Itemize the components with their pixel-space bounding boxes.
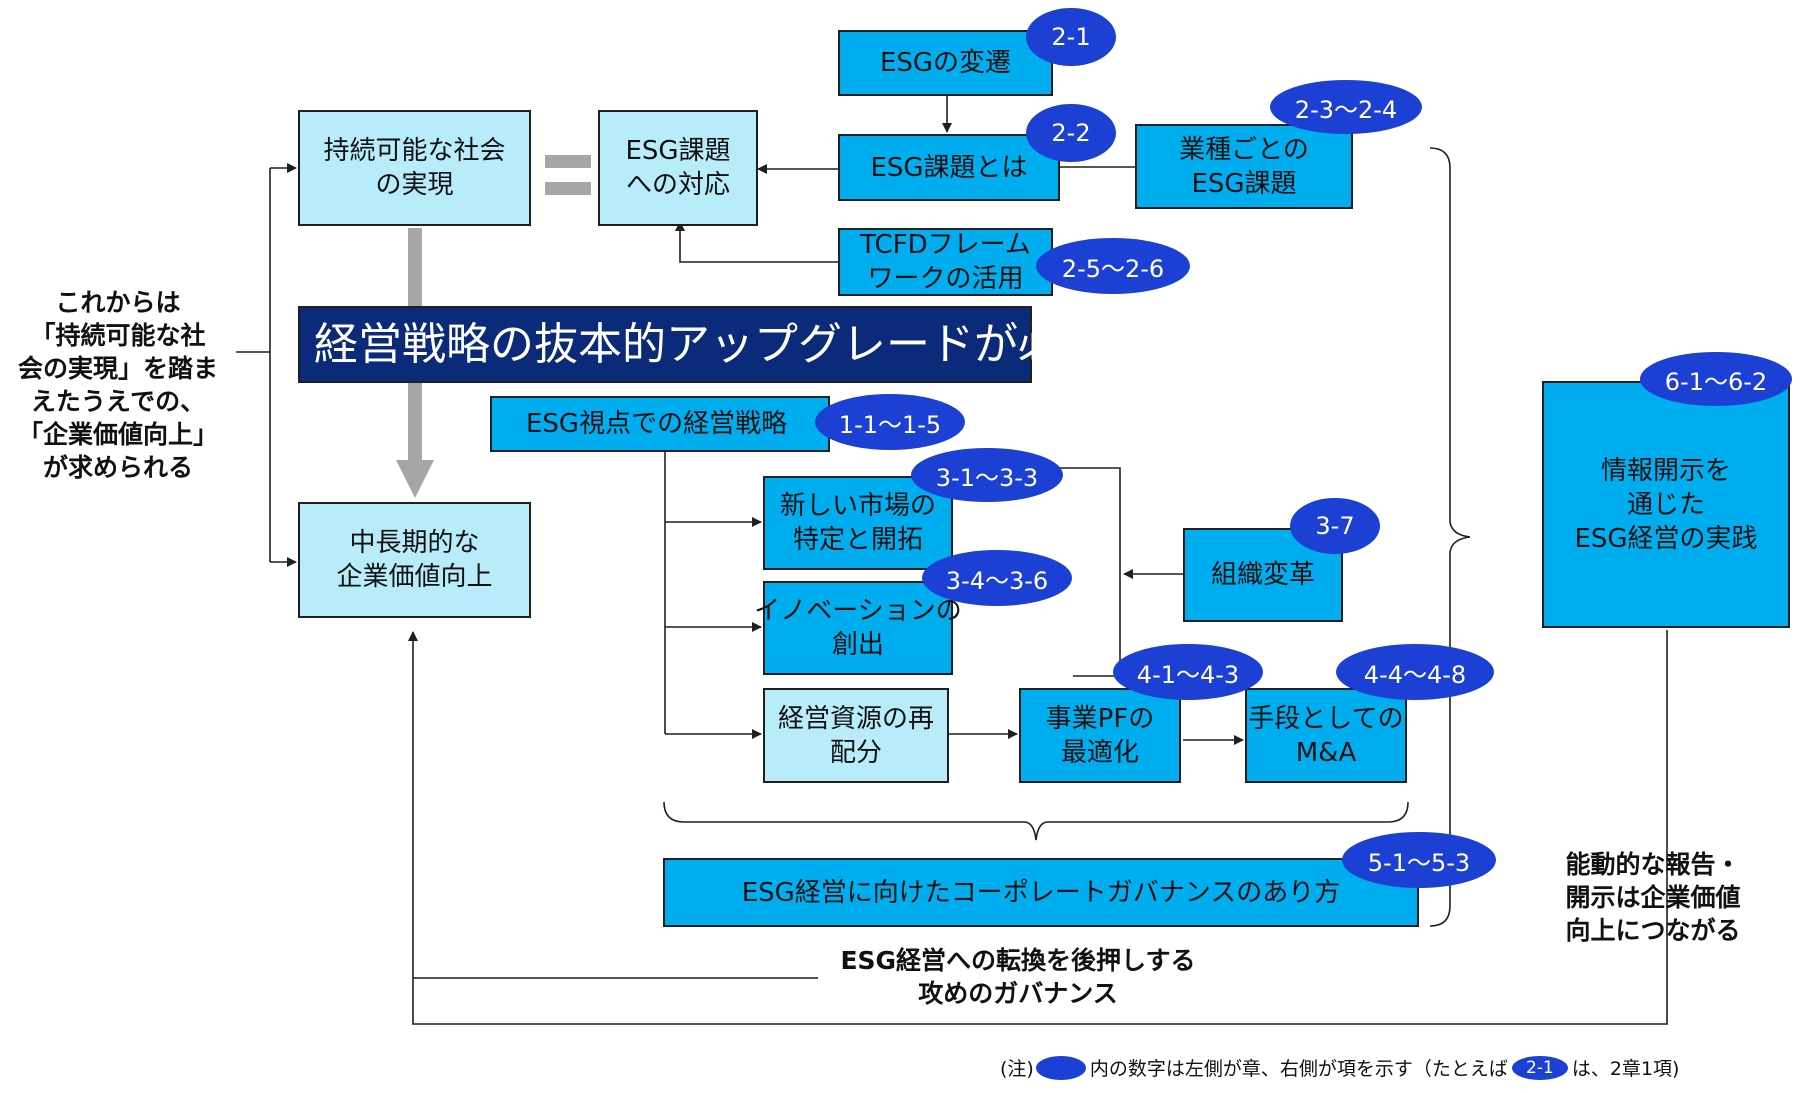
disclosure-box: 情報開示を 通じた ESG経営の実践 (1542, 381, 1790, 628)
innovation-line1: イノベーションの (754, 596, 962, 626)
badge-2-2-label: 2-2 (1051, 119, 1091, 147)
banner-label: 経営戦略の抜本的アップグレードが必要 (314, 318, 1106, 370)
corp-value-line1: 中長期的な (349, 528, 480, 558)
left-note-line: が求められる (42, 453, 193, 482)
industry-issues-line1: 業種ごとの (1179, 134, 1309, 165)
right-note: 能動的な報告・ 開示は企業価値 向上につながる (1548, 848, 1758, 947)
badge-3-7: 3-7 (1290, 498, 1380, 554)
portfolio-box: 事業PFの 最適化 (1019, 688, 1181, 783)
left-note-line: これからは (55, 288, 181, 317)
footnote-prefix: (注) (1000, 1058, 1034, 1080)
innovation-box: イノベーションの 創出 (754, 581, 962, 675)
esg-response-line2: への対応 (625, 170, 730, 200)
industry-issues-line2: ESG課題 (1191, 168, 1297, 199)
reallocation-line2: 配分 (829, 737, 882, 768)
badge-3-1-3-3: 3-1～3-3 (911, 448, 1063, 502)
ma-line2: M&A (1295, 737, 1357, 768)
left-note-line: 「企業価値向上」 (17, 420, 218, 449)
badge-3-1-3-3-label: 3-1～3-3 (935, 463, 1039, 492)
badge-2-5-2-6-label: 2-5～2-6 (1061, 254, 1165, 283)
portfolio-line1: 事業PFの (1045, 703, 1155, 734)
tcfd-line1: TCFDフレーム (860, 230, 1031, 260)
footnote-text1: 内の数字は左側が章、右側が項を示す（たとえば (1089, 1058, 1508, 1080)
badge-4-4-4-8-label: 4-4～4-8 (1363, 660, 1467, 689)
sustainable-society-box: 持続可能な社会 の実現 (298, 110, 531, 226)
badge-2-1: 2-1 (1026, 8, 1116, 66)
esg-history-box: ESGの変遷 (838, 30, 1053, 96)
badge-2-5-2-6: 2-5～2-6 (1036, 238, 1190, 294)
badge-1-1-1-5: 1-1～1-5 (815, 394, 965, 450)
badge-1-1-1-5-label: 1-1～1-5 (838, 410, 942, 439)
strategy-upgrade-banner: 経営戦略の抜本的アップグレードが必要 (298, 306, 1106, 383)
badge-4-1-4-3: 4-1～4-3 (1113, 644, 1263, 700)
right-note-line: 能動的な報告・ (1565, 850, 1741, 879)
esg-history-label: ESGの変遷 (879, 48, 1012, 78)
badge-2-1-label: 2-1 (1051, 23, 1091, 51)
industry-issues-box: 業種ごとの ESG課題 (1135, 124, 1353, 209)
esg-response-box: ESG課題 への対応 (598, 110, 758, 226)
right-brace (1429, 147, 1471, 927)
new-market-box: 新しい市場の 特定と開拓 (763, 476, 953, 570)
badge-4-1-4-3-label: 4-1～4-3 (1136, 660, 1240, 689)
corp-value-box: 中長期的な 企業価値向上 (298, 502, 531, 618)
tcfd-box: TCFDフレーム ワークの活用 (838, 228, 1053, 296)
left-note-line: 「持続可能な社 (30, 321, 206, 350)
governance-box: ESG経営に向けたコーポレートガバナンスのあり方 (663, 858, 1419, 927)
badge-3-7-label: 3-7 (1315, 512, 1355, 540)
badge-6-1-6-2-label: 6-1～6-2 (1664, 367, 1768, 396)
bottom-note-line: 攻めのガバナンス (918, 979, 1118, 1008)
new-market-line1: 新しい市場の (779, 491, 936, 521)
new-market-line2: 特定と開拓 (792, 525, 923, 555)
sustainable-line1: 持続可能な社会 (323, 136, 506, 166)
governance-label: ESG経営に向けたコーポレートガバナンスのあり方 (741, 877, 1341, 908)
esg-strategy-box: ESG視点での経営戦略 (490, 396, 830, 452)
footnote-example-badge: 2-1 (1511, 1055, 1568, 1080)
bottom-note-line: ESG経営への転換を後押しする (840, 946, 1196, 975)
org-bracket (1059, 467, 1121, 677)
badge-2-3-2-4-label: 2-3～2-4 (1294, 95, 1398, 124)
equals-sign (545, 155, 591, 209)
badge-4-4-4-8: 4-4～4-8 (1336, 644, 1494, 700)
disclosure-line2: 通じた (1626, 489, 1705, 520)
bottom-brace (663, 801, 1409, 841)
badge-5-1-5-3-label: 5-1～5-3 (1367, 848, 1471, 877)
resource-reallocation-box: 経営資源の再 配分 (763, 688, 949, 783)
right-note-line: 開示は企業価値 (1565, 883, 1741, 912)
arrow-tcfd-to-response (675, 221, 838, 263)
ma-box: 手段としての M&A (1245, 688, 1407, 783)
org-change-label: 組織変革 (1210, 560, 1315, 590)
badge-5-1-5-3: 5-1～5-3 (1342, 832, 1496, 888)
esg-issues-box: ESG課題とは (838, 134, 1060, 201)
sustainable-line2: の実現 (375, 170, 454, 200)
badge-2-3-2-4: 2-3～2-4 (1270, 80, 1422, 134)
left-note-line: えたうえでの、 (30, 387, 206, 416)
reallocation-line1: 経営資源の再 (777, 703, 934, 734)
badge-3-4-3-6: 3-4～3-6 (922, 550, 1072, 606)
left-note: これからは 「持続可能な社 会の実現」を踏ま えたうえでの、 「企業価値向上」 … (8, 286, 228, 484)
portfolio-line2: 最適化 (1060, 737, 1139, 768)
badge-3-4-3-6-label: 3-4～3-6 (945, 566, 1049, 595)
badge-2-2: 2-2 (1026, 104, 1116, 162)
esg-strategy-label: ESG視点での経営戦略 (526, 409, 788, 439)
left-note-line: 会の実現」を踏ま (17, 354, 218, 383)
innovation-line2: 創出 (831, 630, 884, 660)
disclosure-line3: ESG経営の実践 (1574, 523, 1758, 554)
esg-response-line1: ESG課題 (625, 136, 731, 166)
tcfd-line2: ワークの活用 (867, 264, 1024, 294)
esg-issues-label: ESG課題とは (870, 152, 1028, 183)
right-note-line: 向上につながる (1565, 916, 1741, 945)
footnote-oval-icon (1035, 1055, 1086, 1080)
feedback-loop (408, 630, 1668, 1025)
footnote: (注) 内の数字は左側が章、右側が項を示す（たとえば 2-1 は、2章1項) (1000, 1054, 1679, 1081)
bottom-note: ESG経営への転換を後押しする 攻めのガバナンス (818, 944, 1218, 1010)
badge-6-1-6-2: 6-1～6-2 (1640, 352, 1792, 406)
footnote-text2: は、2章1項) (1571, 1058, 1680, 1080)
org-change-box: 組織変革 (1183, 528, 1343, 622)
disclosure-line1: 情報開示を (1600, 455, 1731, 486)
corp-value-line2: 企業価値向上 (336, 562, 493, 592)
ma-line1: 手段としての (1248, 703, 1404, 734)
